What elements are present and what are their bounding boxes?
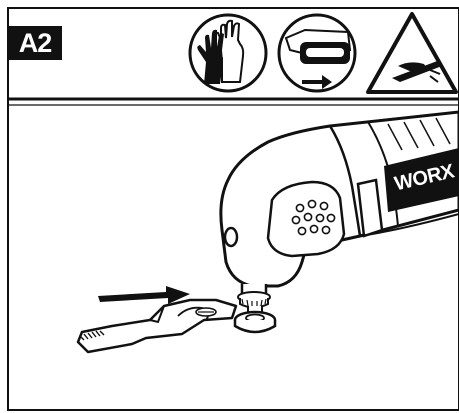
blade-illustration bbox=[78, 300, 236, 352]
battery-removal-icon bbox=[279, 15, 355, 91]
cut-hazard-warning-icon bbox=[368, 14, 456, 92]
gloves-icon bbox=[190, 15, 266, 91]
multi-tool-illustration bbox=[221, 112, 459, 332]
step-label: A2 bbox=[8, 26, 62, 60]
insert-direction-arrow bbox=[98, 286, 190, 304]
